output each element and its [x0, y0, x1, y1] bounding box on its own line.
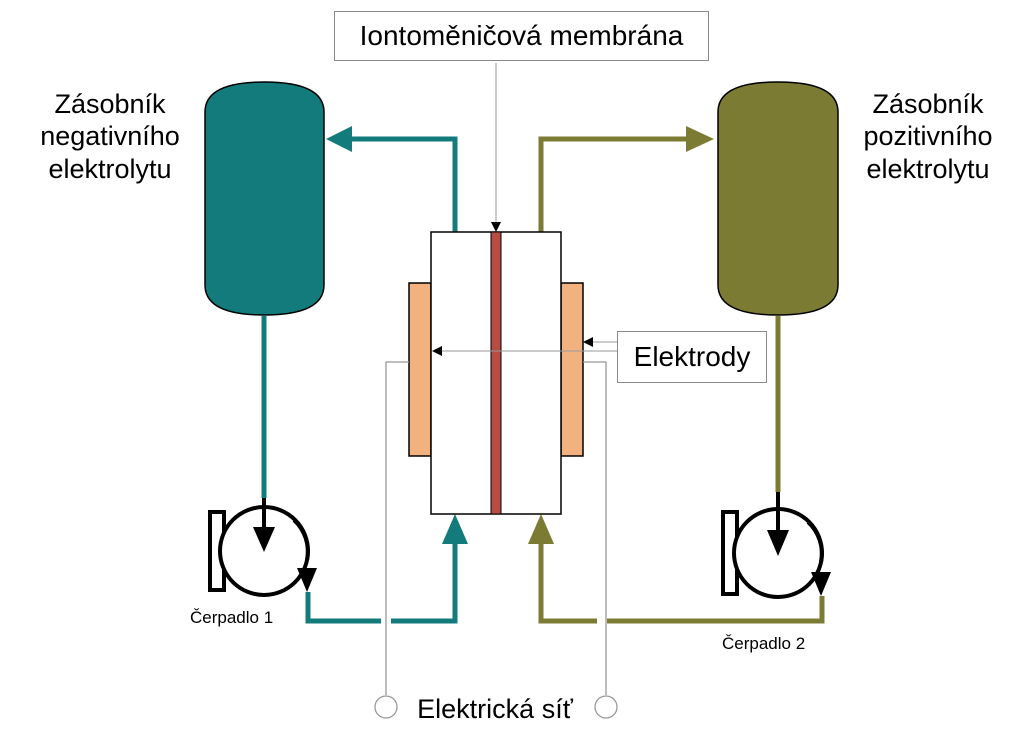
pump-1-label: Čerpadlo 1: [190, 608, 274, 627]
pump-2-icon: [721, 492, 831, 599]
negative-tank-icon: [204, 81, 325, 316]
arrow-icon: [583, 337, 593, 347]
terminal-icon: [374, 695, 398, 719]
pump-1-icon: [208, 498, 317, 597]
positive-electrolyte-loop: [538, 136, 825, 624]
terminal-icon: [594, 695, 618, 719]
grid-label: Elektrická síť: [417, 694, 573, 724]
negative-electrolyte-loop: [261, 136, 458, 624]
arrow-icon: [528, 514, 554, 544]
arrow-icon: [442, 514, 468, 544]
arrow-icon: [432, 346, 442, 356]
positive-tank-icon: [717, 81, 839, 316]
membrane: [490, 231, 502, 515]
arrow-icon: [686, 126, 714, 152]
positive-tank-label: Zásobník pozitivního elektrolytu: [863, 89, 993, 184]
membrane-label: Iontoměničová membrána: [334, 11, 709, 61]
right-electrode: [560, 282, 584, 457]
electrodes-label: Elektrody: [617, 331, 767, 383]
grid-wires: [385, 361, 607, 695]
arrow-icon: [326, 126, 352, 152]
negative-tank-label: Zásobník negativního elektrolytu: [40, 89, 180, 184]
arrow-icon: [491, 222, 501, 232]
pump-2-label: Čerpadlo 2: [722, 634, 806, 653]
left-electrode: [408, 282, 432, 457]
